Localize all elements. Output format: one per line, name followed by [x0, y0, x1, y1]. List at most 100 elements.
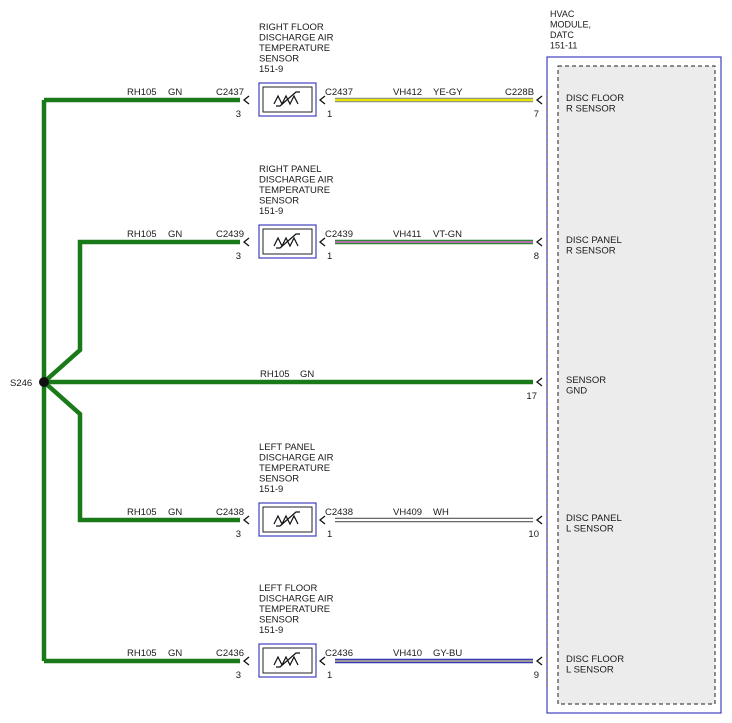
sensor-name-line: LEFT PANEL: [259, 442, 315, 453]
wire-color-label: GN: [300, 369, 314, 380]
wire-circuit-label: VH409: [393, 507, 422, 518]
module-title-line: HVAC: [550, 9, 575, 19]
sensor-name-line: 151-9: [259, 625, 283, 636]
connector-pin-number: 1: [327, 670, 332, 681]
connector-label: C2438: [325, 507, 353, 518]
module-pin-label: DISC FLOOR: [566, 654, 624, 665]
thermistor-icon: [273, 511, 300, 527]
sensor-name-line: SENSOR: [259, 54, 299, 65]
wire-color-label: WH: [433, 507, 449, 518]
module-pin-number: 8: [534, 251, 539, 262]
thermistor-slash: [276, 233, 300, 249]
wire-circuit-label: RH105: [127, 229, 157, 240]
module-title-line: MODULE,: [550, 20, 591, 30]
module-pin-arrow: [535, 377, 543, 387]
splice-dot: [39, 377, 49, 387]
connector-label: C2439: [216, 229, 244, 240]
wire-color-label: YE-GY: [433, 87, 463, 98]
wire-circuit-label: RH105: [127, 648, 157, 659]
connector-pin-number: 3: [236, 670, 241, 681]
sensor-name-line: DISCHARGE AIR: [259, 175, 334, 186]
connector-label: C2438: [216, 507, 244, 518]
sensor-name-line: LEFT FLOOR: [259, 583, 318, 594]
sensor-name-line: SENSOR: [259, 615, 299, 626]
sensor-name-line: TEMPERATURE: [259, 463, 330, 474]
wire-color-label: GN: [168, 229, 182, 240]
module-pin-label: DISC PANEL: [566, 235, 622, 246]
thermistor-slash: [276, 652, 300, 668]
module-pin-arrow: [535, 656, 543, 666]
thermistor-zigzag: [273, 94, 299, 106]
sensor-name-line: DISCHARGE AIR: [259, 33, 334, 44]
wire-circuit-label: RH105: [260, 369, 290, 380]
wire-circuit-label: RH105: [127, 87, 157, 98]
module-pin-arrow: [535, 515, 543, 525]
ground-wire-row-3: [42, 380, 240, 523]
module-title-line: 151-11: [550, 41, 577, 51]
module-pin-label: GND: [566, 386, 587, 397]
module-pin-label: SENSOR: [566, 375, 606, 386]
thermistor-slash: [276, 511, 300, 527]
module-pin-arrow: [535, 237, 543, 247]
connector-pin-arrow: [318, 95, 326, 105]
sensor-name-line: RIGHT PANEL: [259, 164, 321, 175]
connector-pin-arrow: [318, 237, 326, 247]
module-pin-number: 7: [534, 109, 539, 120]
connector-label: C2437: [325, 87, 353, 98]
connector-pin-arrow: [242, 237, 250, 247]
sensor-name-line: TEMPERATURE: [259, 185, 330, 196]
sensor-name-line: SENSOR: [259, 196, 299, 207]
wire-circuit-label: VH410: [393, 648, 422, 659]
wire-color-label: GN: [168, 648, 182, 659]
connector-label: C2436: [216, 648, 244, 659]
connector-pin-number: 3: [236, 251, 241, 262]
connector-label: C2439: [325, 229, 353, 240]
sensor-name-line: DISCHARGE AIR: [259, 594, 334, 605]
module-pin-number: 17: [526, 391, 537, 402]
ground-wire-row-2: [42, 239, 240, 384]
connector-pin-number: 3: [236, 529, 241, 540]
wire-circuit-label: RH105: [127, 507, 157, 518]
module-pin-number: 10: [528, 529, 539, 540]
sensor-name-line: TEMPERATURE: [259, 604, 330, 615]
module-pin-label: R SENSOR: [566, 104, 616, 115]
connector-pin-arrow: [242, 95, 250, 105]
connector-pin-arrow: [242, 515, 250, 525]
connector-pin-number: 3: [236, 109, 241, 120]
connector-pin-number: 1: [327, 529, 332, 540]
sensor-name-line: 151-9: [259, 64, 283, 75]
thermistor-zigzag: [273, 655, 299, 667]
sensor-name-line: TEMPERATURE: [259, 43, 330, 54]
thermistor-icon: [273, 91, 300, 107]
thermistor-icon: [273, 652, 300, 668]
sensor-name-line: DISCHARGE AIR: [259, 453, 334, 464]
module-pin-label: DISC PANEL: [566, 513, 622, 524]
connector-pin-arrow: [318, 656, 326, 666]
module-inner-body: [557, 65, 716, 705]
wire-color-label: GY-BU: [433, 648, 462, 659]
connector-label: C2437: [216, 87, 244, 98]
wire-color-label: GN: [168, 87, 182, 98]
connector-pin-number: 1: [327, 251, 332, 262]
module-pin-label: L SENSOR: [566, 524, 614, 535]
module-pin-label: DISC FLOOR: [566, 93, 624, 104]
module-pin-label: R SENSOR: [566, 246, 616, 257]
thermistor-zigzag: [273, 236, 299, 248]
sensor-name-line: SENSOR: [259, 474, 299, 485]
connector-pin-number: 1: [327, 109, 332, 120]
thermistor-slash: [276, 91, 300, 107]
connector-pin-arrow: [242, 656, 250, 666]
sensor-name-line: 151-9: [259, 206, 283, 217]
module-pin-arrow: [535, 95, 543, 105]
sensor-name-line: RIGHT FLOOR: [259, 22, 324, 33]
module-pin-label: L SENSOR: [566, 665, 614, 676]
thermistor-icon: [273, 233, 300, 249]
module-connector-label: C228B: [505, 87, 534, 98]
connector-label: C2436: [325, 648, 353, 659]
module-pin-number: 9: [534, 670, 539, 681]
